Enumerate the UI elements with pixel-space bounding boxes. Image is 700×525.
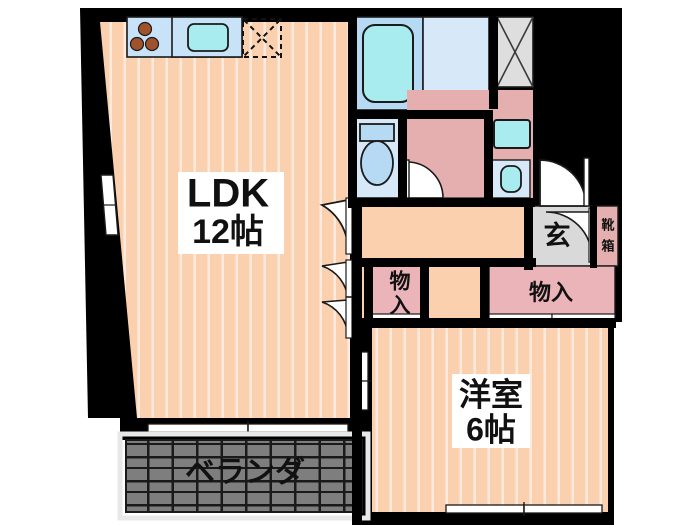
label-bedroom: 洋室 6帖 — [452, 374, 530, 448]
ldk-doors — [319, 197, 356, 339]
stove-burner-1 — [137, 21, 153, 37]
wall-ldk-east — [348, 8, 357, 208]
label-closet-left-char2: 入 — [390, 295, 411, 318]
label-ldk: LDK 12帖 — [178, 172, 284, 254]
wash-basin — [500, 165, 522, 193]
label-closet-left: 物 入 — [390, 270, 411, 318]
pipe-shaft-cross-2 — [496, 16, 534, 88]
washing-machine-space — [493, 119, 531, 149]
wall-washroom-east — [484, 110, 493, 206]
bathtub — [362, 24, 414, 103]
balcony-rail — [117, 431, 371, 521]
wall-toilet-east — [398, 110, 407, 206]
bedroom-window[interactable] — [445, 502, 603, 516]
toilet-tank — [359, 123, 395, 142]
label-bedroom-line2: 6帖 — [466, 411, 516, 447]
wall-shaft-west — [489, 17, 498, 109]
ldk-door-lower-leaf[interactable] — [345, 259, 353, 339]
room-washroom — [403, 90, 533, 207]
label-entrance: 玄 — [544, 220, 571, 251]
wall-closet-left-west — [364, 258, 373, 326]
wall-bedroom-west — [352, 206, 362, 525]
wall-entry-west — [524, 198, 533, 270]
window-left[interactable] — [100, 174, 119, 236]
wall-closet-left-east — [420, 258, 429, 326]
closet-right-area — [488, 265, 616, 323]
label-closet-right: 物入 — [529, 280, 573, 305]
label-ldk-bg — [178, 172, 284, 254]
balcony-floor — [126, 440, 362, 512]
label-ldk-line1: LDK — [187, 172, 269, 216]
shoe-box — [595, 205, 619, 267]
entry-door-leaf[interactable] — [583, 157, 590, 207]
wall-hall-north — [355, 198, 535, 207]
washroom-door-arc[interactable] — [406, 161, 444, 199]
balcony-door-panel-2[interactable] — [247, 423, 349, 433]
label-ldk-line2: 12帖 — [192, 213, 264, 251]
label-bedroom-line1: 洋室 — [459, 376, 523, 412]
wall-bedroom-north — [356, 318, 616, 328]
wall-bath-south — [355, 110, 489, 119]
stove-burner-2 — [129, 36, 145, 52]
room-balcony — [117, 431, 371, 521]
room-toilet — [354, 117, 404, 199]
kitchen-counter — [126, 16, 282, 58]
wall-closet-north — [356, 258, 536, 267]
label-balcony: ベランダ — [185, 455, 305, 489]
closet-right — [488, 265, 616, 323]
label-closet-left-char1: 物 — [390, 270, 411, 294]
interior-wall-lines — [348, 8, 616, 525]
label-bedroom-bg — [452, 374, 530, 448]
balcony-door-panel-1[interactable] — [147, 423, 249, 433]
stove-burner-3 — [144, 36, 160, 52]
kitchen-sink — [187, 23, 229, 52]
bedroom-window-panel-1[interactable] — [445, 504, 525, 514]
label-shoebox-char1: 靴 — [601, 217, 614, 232]
refrigerator-space-icon — [242, 18, 282, 58]
pipe-shaft — [496, 16, 534, 88]
bedroom-window-panel-2[interactable] — [523, 504, 603, 514]
label-shoebox-char2: 箱 — [601, 238, 614, 253]
wall-north-seg — [348, 8, 357, 22]
toilet-bowl — [360, 140, 394, 186]
wall-closet-mid — [480, 258, 489, 326]
wall-shoebox-west — [590, 206, 597, 268]
